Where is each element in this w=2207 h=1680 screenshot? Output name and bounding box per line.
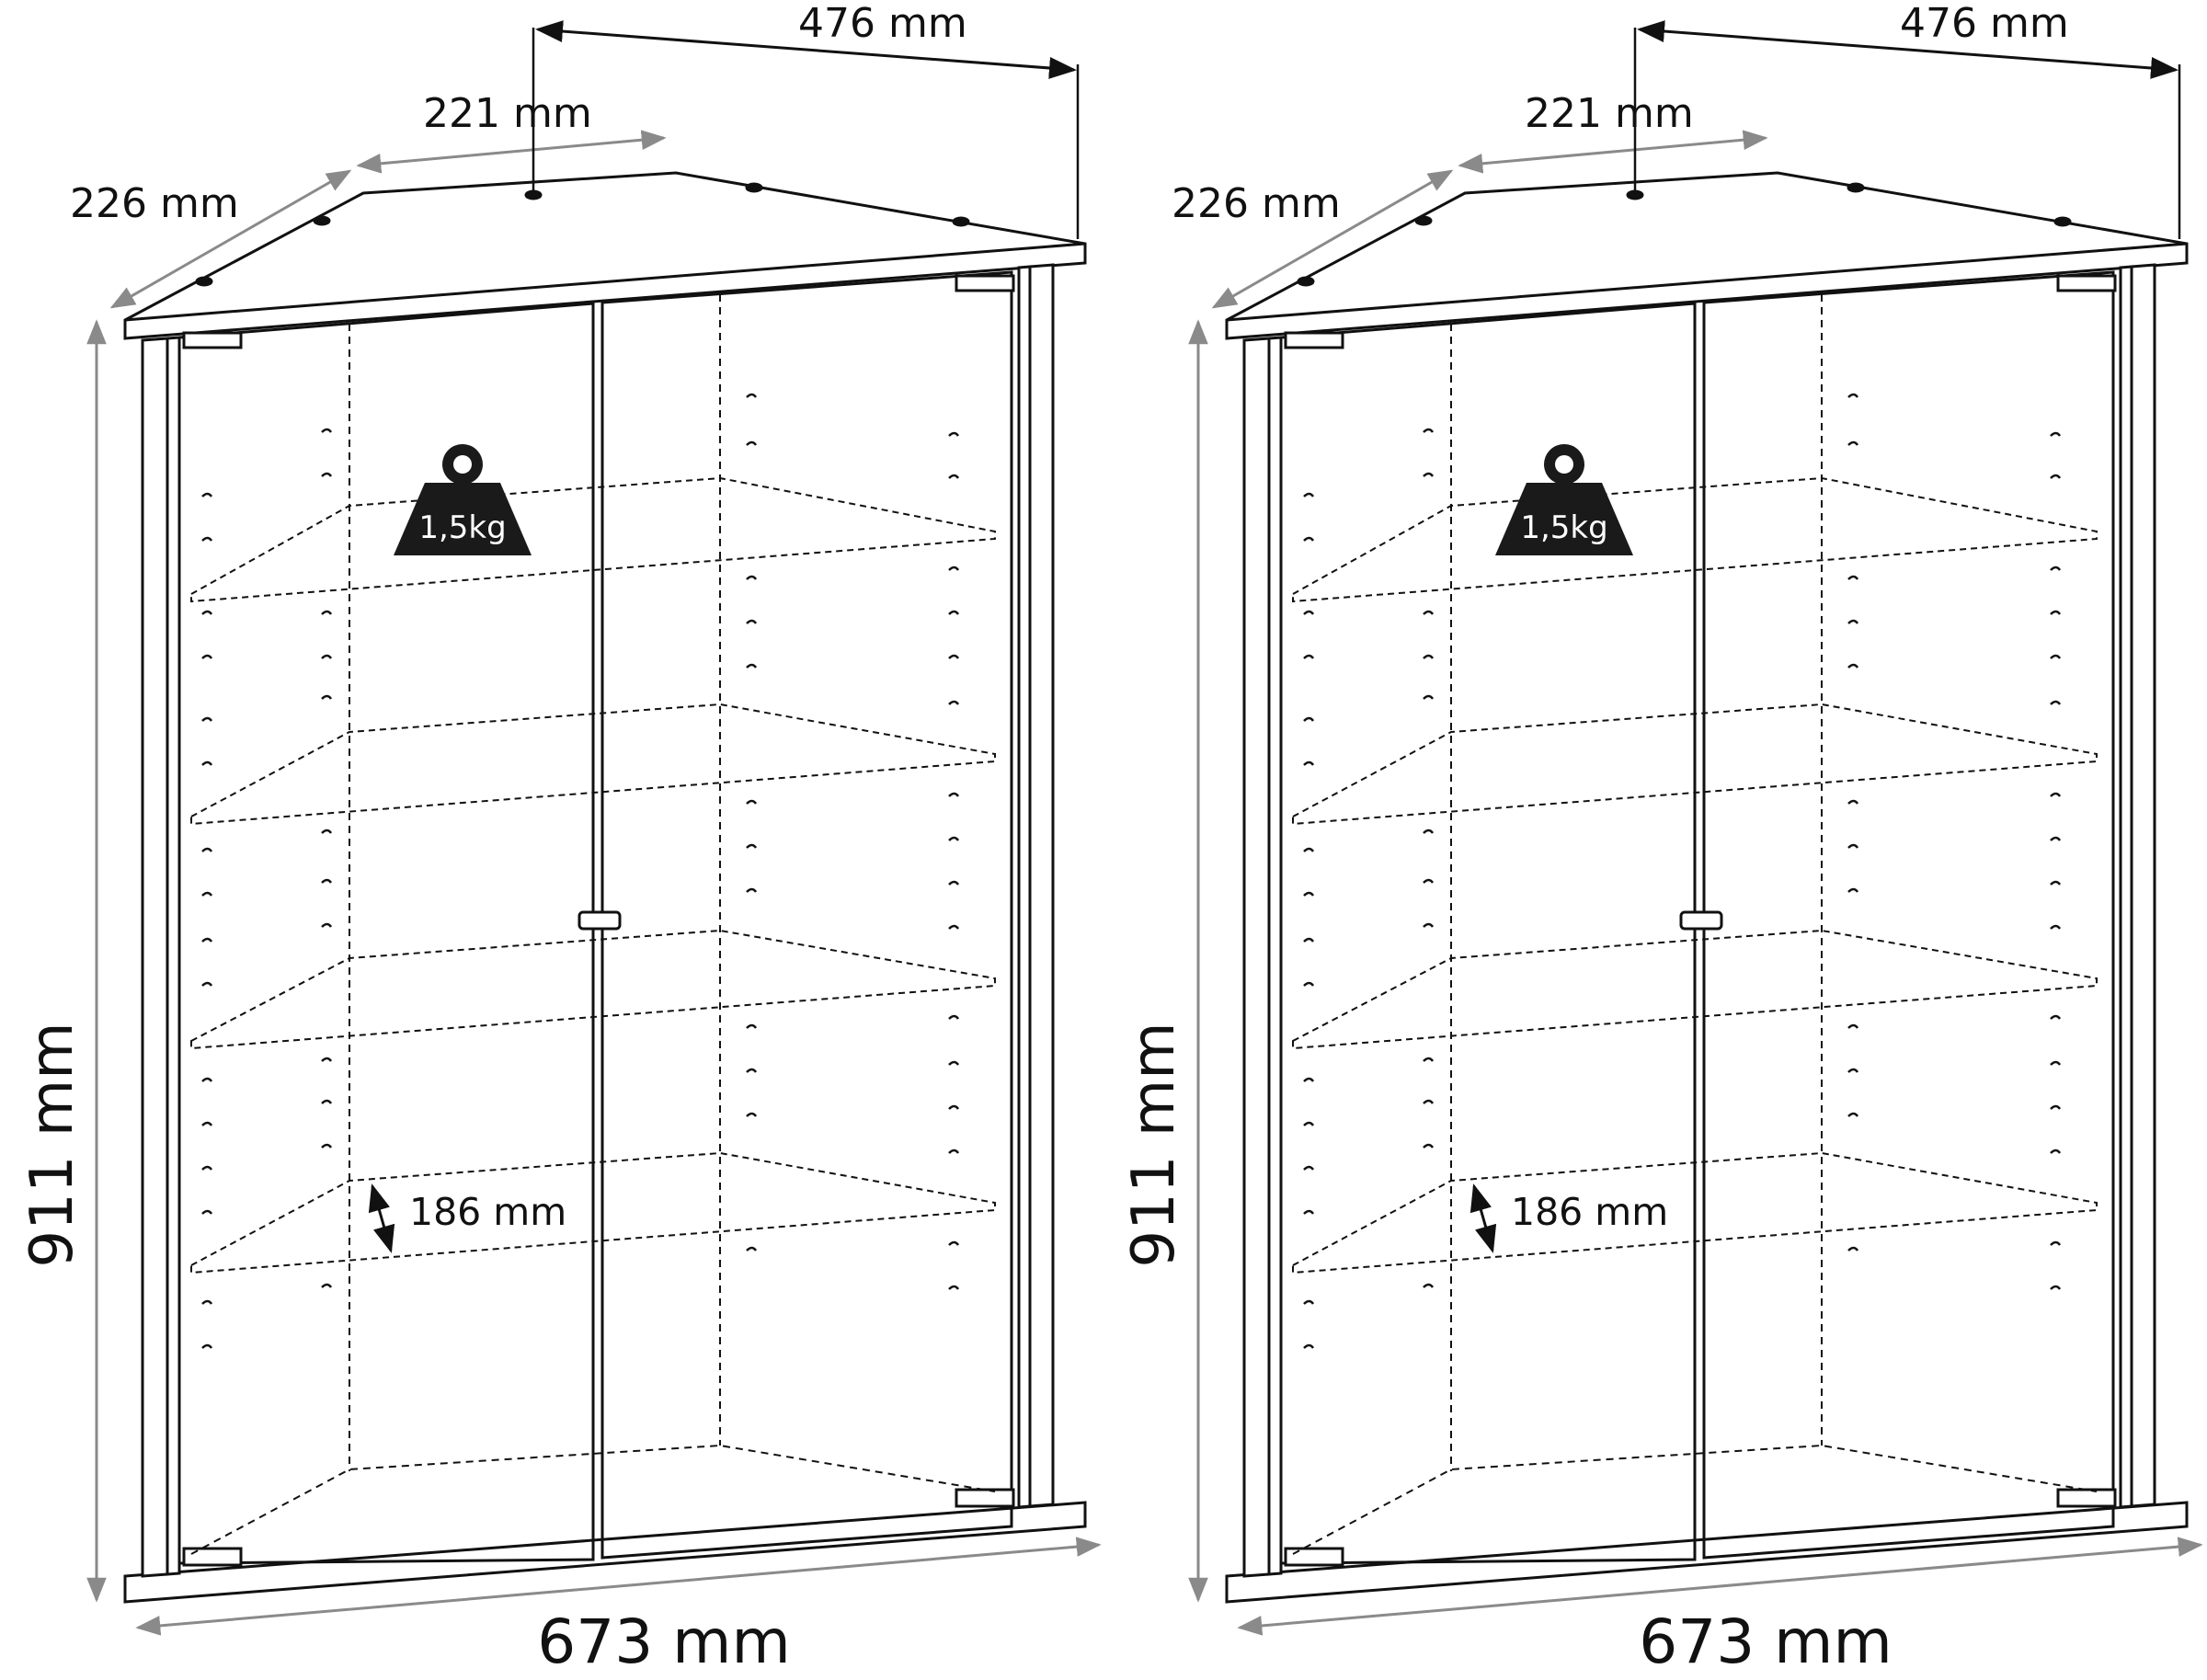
shelves — [1292, 476, 2098, 1274]
cabinet-top — [1225, 171, 2189, 340]
back-edges — [190, 294, 996, 1555]
glass-doors — [177, 270, 1015, 1567]
side-depth-label: 226 mm — [70, 180, 239, 227]
weight-icon: 1,5kg — [394, 444, 532, 555]
cabinet-top — [123, 171, 1087, 340]
cabinet-diagram-2: 1,5kg 476 mm 221 mm 226 mm 186 mm 911 mm… — [1120, 0, 2203, 1677]
height-label: 911 mm — [18, 1022, 86, 1267]
weight-icon: 1,5kg — [1495, 444, 1633, 555]
dimension-lines — [1188, 20, 2203, 1636]
side-panels — [141, 263, 1055, 1578]
shelf-pin-holes — [201, 393, 960, 1349]
back-width-label: 221 mm — [423, 90, 592, 137]
shelf-load-label: 1,5kg — [1520, 509, 1607, 546]
diagonal-label: 476 mm — [1900, 0, 2069, 47]
back-edges — [1292, 294, 2098, 1555]
width-label: 673 mm — [1639, 1606, 1893, 1677]
shelf-spacing-label: 186 mm — [1511, 1190, 1668, 1234]
height-label: 911 mm — [1120, 1022, 1188, 1267]
shelf-spacing-label: 186 mm — [409, 1190, 566, 1234]
cabinet-diagram-1: 1,5kg 476 mm 221 mm 226 mm 186 mm 911 mm… — [18, 0, 1102, 1677]
shelf-pin-holes — [1303, 393, 2062, 1349]
back-width-label: 221 mm — [1525, 90, 1694, 137]
width-label: 673 mm — [537, 1606, 791, 1677]
side-depth-label: 226 mm — [1172, 180, 1341, 227]
shelves — [190, 476, 996, 1274]
shelf-load-label: 1,5kg — [418, 509, 506, 546]
dimension-lines — [86, 20, 1102, 1636]
glass-doors — [1279, 270, 2117, 1567]
diagonal-label: 476 mm — [798, 0, 967, 47]
side-panels — [1242, 263, 2156, 1578]
